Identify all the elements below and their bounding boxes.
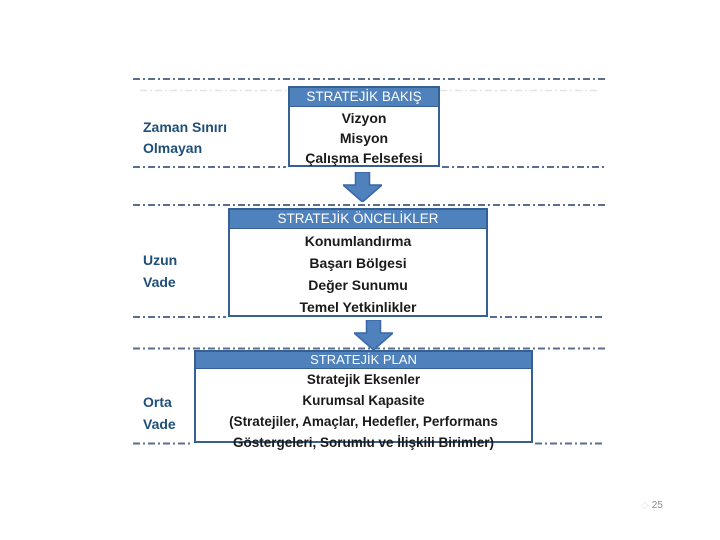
box-item: (Stratejiler, Amaçlar, Hedefler, Perform… <box>229 414 498 450</box>
label-line: Zaman Sınırı <box>143 119 228 135</box>
box-stratejik-oncelikler: STRATEJİK ÖNCELİKLER Konumlandırma Başar… <box>228 208 488 317</box>
label-line: Olmayan <box>143 140 203 156</box>
box-body: Konumlandırma Başarı Bölgesi Değer Sunum… <box>230 229 486 318</box>
page-number: 25 <box>651 500 663 511</box>
section-label-uzun-vade: Uzun Vade <box>143 249 177 293</box>
page-number-area: ◇ 25 <box>641 500 663 511</box>
down-arrow-icon <box>343 172 382 202</box>
box-stratejik-plan: STRATEJİK PLAN Stratejik Eksenler Kurums… <box>194 350 533 450</box>
box-header: STRATEJİK PLAN <box>196 352 531 369</box>
box-header: STRATEJİK ÖNCELİKLER <box>230 210 486 229</box>
label-line: Orta <box>143 394 172 410</box>
label-line: Vade <box>143 416 176 432</box>
section-label-orta-vade: Orta Vade <box>143 391 176 435</box>
label-line: Vade <box>143 274 176 290</box>
box-item: Misyon <box>339 130 389 146</box>
box-body: Vizyon Misyon Çalışma Felsefesi <box>290 107 438 168</box>
box-item: Vizyon <box>341 110 387 126</box>
box-item: Kurumsal Kapasite <box>302 393 425 408</box>
box-item: Temel Yetkinlikler <box>299 299 417 315</box>
label-line: Uzun <box>143 252 178 268</box>
box-header: STRATEJİK BAKIŞ <box>290 88 438 107</box>
box-item: Stratejik Eksenler <box>306 372 421 387</box>
box-stratejik-bakis: STRATEJİK BAKIŞ Vizyon Misyon Çalışma Fe… <box>288 86 440 167</box>
section-label-zaman-siniri-olmayan: Zaman Sınırı Olmayan <box>143 117 227 159</box>
box-item: Değer Sunumu <box>308 277 408 293</box>
box-item: Çalışma Felsefesi <box>305 150 423 166</box>
down-arrow-icon <box>354 320 393 350</box>
box-item: Başarı Bölgesi <box>309 255 407 271</box>
box-item: Konumlandırma <box>304 233 412 249</box>
diamond-icon: ◇ <box>641 500 649 511</box>
box-body: Stratejik Eksenler Kurumsal Kapasite (St… <box>196 369 531 453</box>
